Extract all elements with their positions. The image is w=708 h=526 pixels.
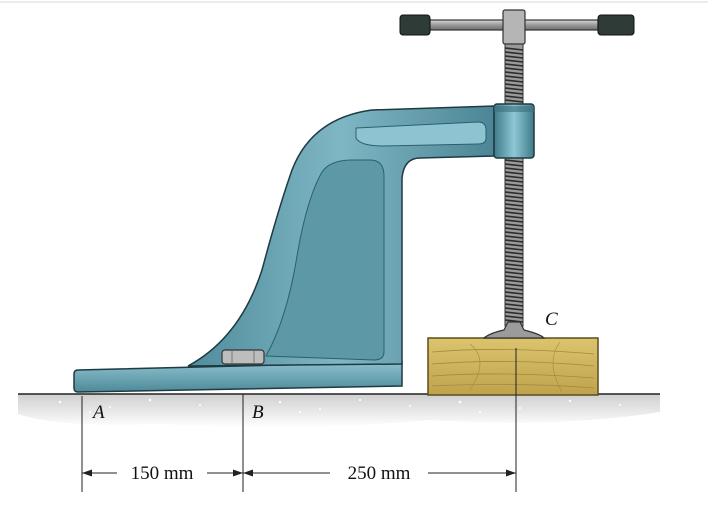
base-bolt xyxy=(221,349,265,365)
screw-thread xyxy=(504,99,524,103)
screw-thread xyxy=(504,251,524,255)
screw-thread xyxy=(504,187,524,191)
arrow-c xyxy=(506,469,516,477)
label-point-a: A xyxy=(91,402,105,423)
screw-thread xyxy=(504,223,524,227)
screw-thread xyxy=(504,191,524,195)
screw-thread xyxy=(504,243,524,247)
screw-thread xyxy=(504,259,524,263)
screw-thread xyxy=(504,267,524,271)
screw-thread xyxy=(504,239,524,243)
screw-thread xyxy=(504,167,524,171)
screw-thread xyxy=(504,211,524,215)
clamp-frame xyxy=(187,105,495,367)
screw-thread xyxy=(504,79,524,83)
t-handle xyxy=(399,9,635,45)
screw-thread xyxy=(504,275,524,279)
screw-thread xyxy=(504,199,524,203)
screw-thread xyxy=(504,231,524,235)
screw-thread xyxy=(504,315,524,319)
screw-thread xyxy=(504,311,524,315)
wood-block xyxy=(427,337,599,396)
arrow-b-left xyxy=(233,469,243,477)
screw-thread xyxy=(504,159,524,163)
screw-thread xyxy=(504,183,524,187)
label-point-c: C xyxy=(545,309,558,330)
screw-thread xyxy=(504,171,524,175)
screw-thread xyxy=(504,71,524,75)
screw-thread xyxy=(504,235,524,239)
screw-thread xyxy=(504,207,524,211)
dimension-arrows xyxy=(82,469,516,477)
screw-thread xyxy=(504,59,524,63)
clamp-screw xyxy=(504,39,524,327)
screw-thread xyxy=(504,203,524,207)
screw-thread xyxy=(504,283,524,287)
screw-thread xyxy=(504,291,524,295)
screw-thread xyxy=(504,271,524,275)
screw-thread xyxy=(504,247,524,251)
screw-thread xyxy=(504,195,524,199)
swivel-pad xyxy=(482,321,546,339)
screw-thread xyxy=(504,63,524,67)
screw-thread xyxy=(504,75,524,79)
arrow-a xyxy=(82,469,92,477)
screw-thread xyxy=(504,307,524,311)
screw-thread xyxy=(504,303,524,307)
screw-thread xyxy=(504,255,524,259)
arrow-b-right xyxy=(243,469,253,477)
screw-thread xyxy=(504,67,524,71)
label-point-b: B xyxy=(252,402,264,423)
dimension-ab-text: 150 mm xyxy=(131,463,194,484)
screw-thread xyxy=(504,47,524,51)
screw-thread xyxy=(504,175,524,179)
screw-thread xyxy=(504,51,524,55)
screw-thread xyxy=(504,83,524,87)
clamp-base xyxy=(73,361,403,393)
screw-collar xyxy=(493,103,535,159)
screw-thread xyxy=(504,299,524,303)
screw-thread xyxy=(504,95,524,99)
ground xyxy=(18,393,660,428)
screw-thread xyxy=(504,227,524,231)
screw-thread xyxy=(504,287,524,291)
screw-thread xyxy=(504,91,524,95)
screw-thread xyxy=(504,215,524,219)
dimension-bc-text: 250 mm xyxy=(348,463,411,484)
screw-thread xyxy=(504,295,524,299)
screw-thread xyxy=(504,263,524,267)
screw-thread xyxy=(504,55,524,59)
screw-thread xyxy=(504,179,524,183)
screw-thread xyxy=(504,163,524,167)
screw-thread xyxy=(504,279,524,283)
screw-thread xyxy=(504,219,524,223)
screw-thread xyxy=(504,87,524,91)
